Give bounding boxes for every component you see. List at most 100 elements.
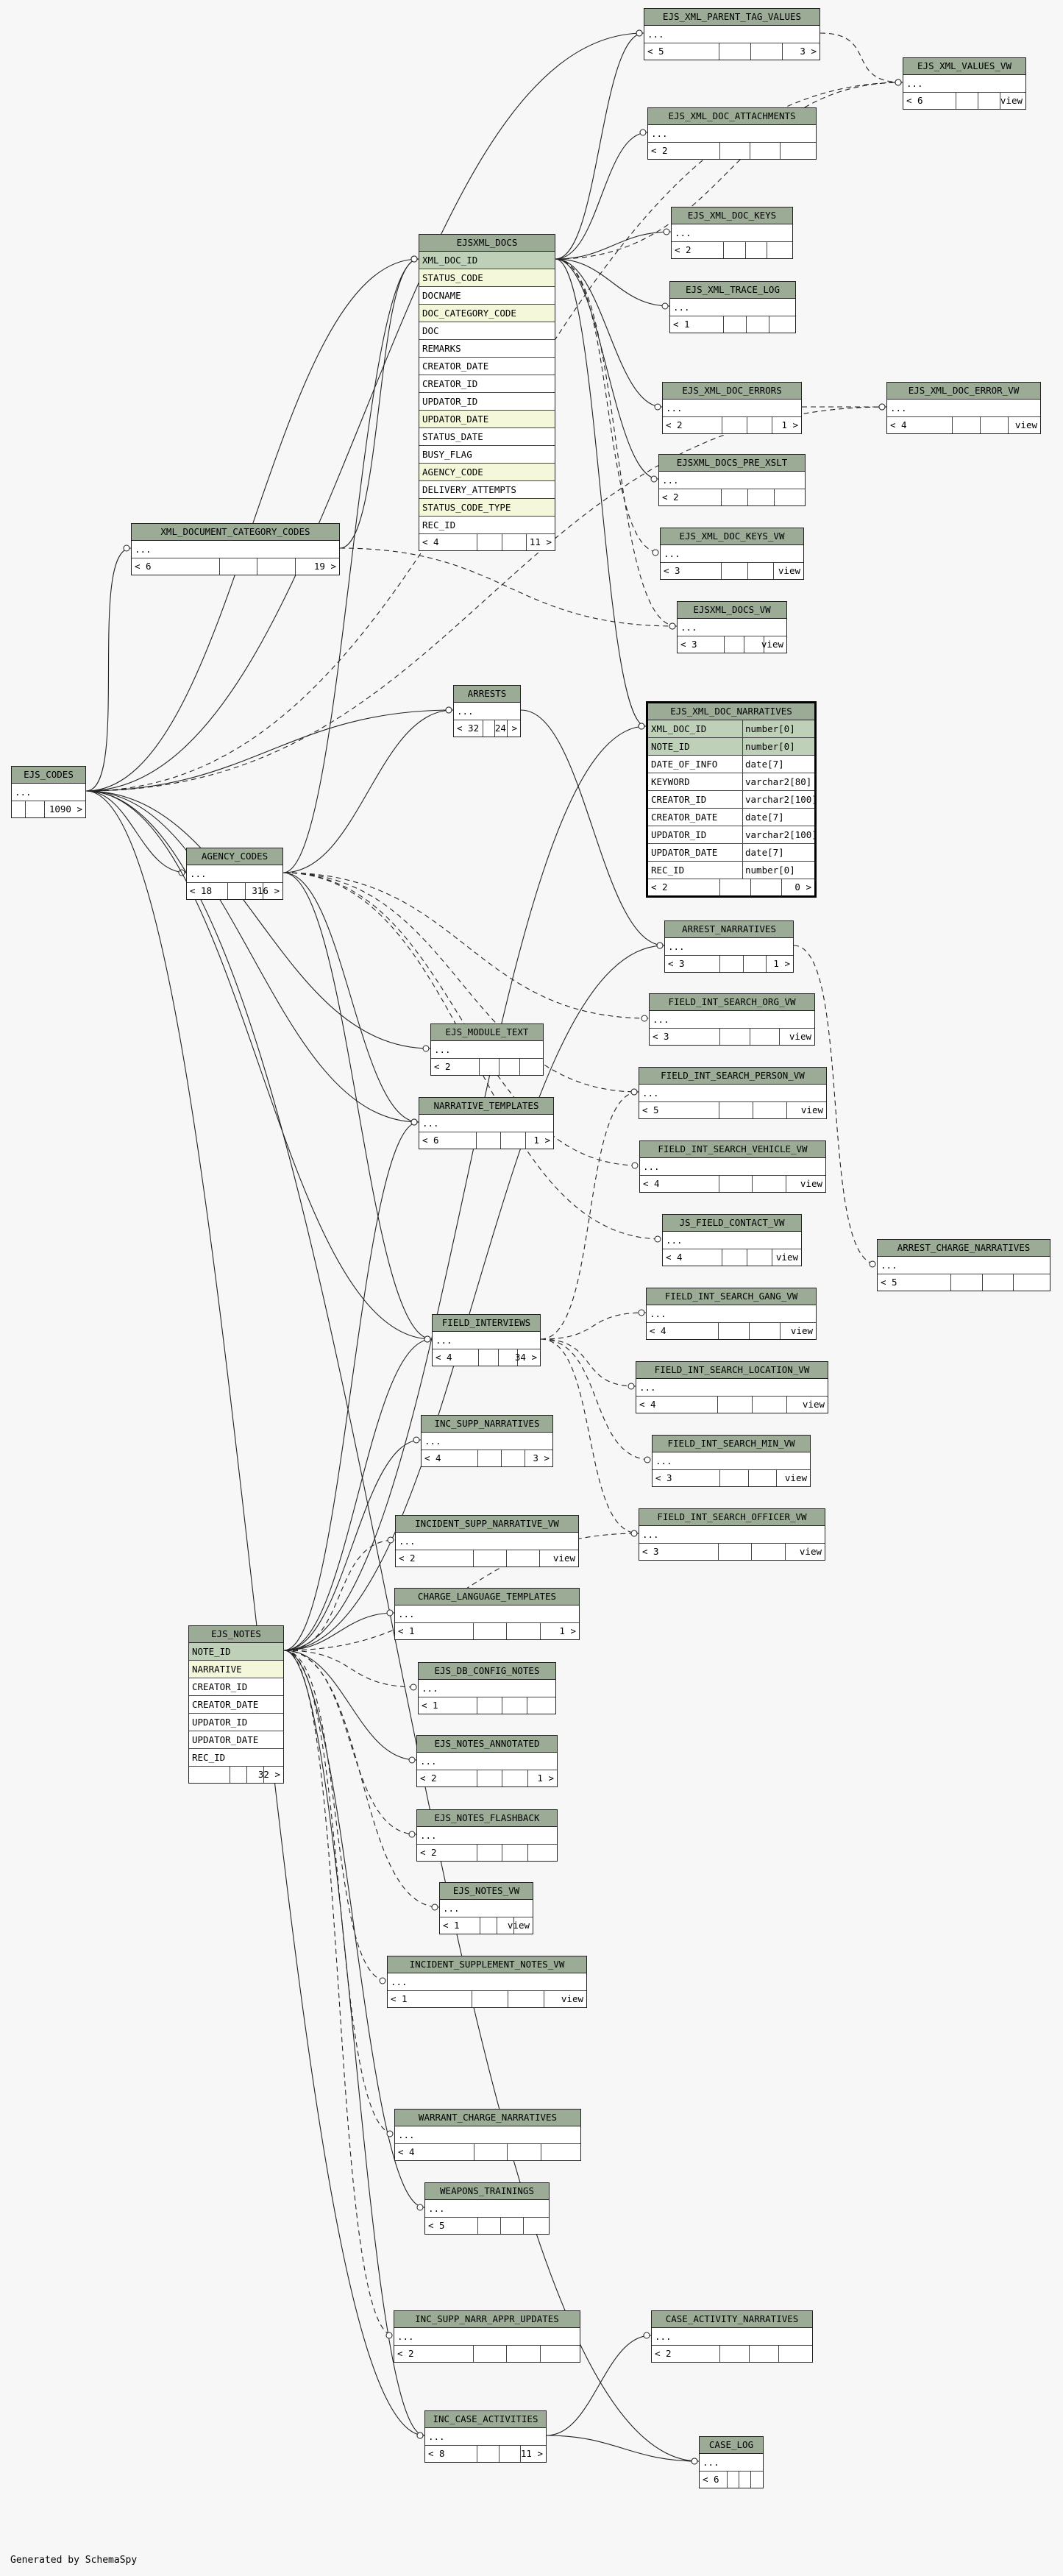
- column-ellipsis[interactable]: ...: [670, 299, 795, 316]
- column-row[interactable]: STATUS_CODE: [419, 269, 555, 287]
- column-ellipsis[interactable]: ...: [663, 400, 801, 417]
- column-ellipsis[interactable]: ...: [388, 1973, 586, 1991]
- table-ejs-notes-flashback[interactable]: EJS_NOTES_FLASHBACK...< 2: [416, 1809, 558, 1862]
- column-row[interactable]: UPDATOR_DATE: [189, 1731, 283, 1749]
- column-row[interactable]: CREATOR_ID: [189, 1678, 283, 1696]
- column-ellipsis[interactable]: ...: [425, 2200, 549, 2218]
- table-ejsxml-docs-pre-xslt[interactable]: EJSXML_DOCS_PRE_XSLT...< 2: [658, 454, 806, 506]
- table-ejs-xml-trace-log[interactable]: EJS_XML_TRACE_LOG...< 1: [669, 281, 796, 333]
- column-ellipsis[interactable]: ...: [417, 1827, 557, 1845]
- column-ellipsis[interactable]: ...: [395, 1605, 579, 1623]
- table-case-activity-narratives[interactable]: CASE_ACTIVITY_NARRATIVES...< 2: [651, 2310, 813, 2363]
- column-ellipsis[interactable]: ...: [395, 2126, 580, 2144]
- column-row[interactable]: DOCNAME: [419, 287, 555, 305]
- column-ellipsis[interactable]: ...: [187, 865, 282, 883]
- table-ejs-db-config-notes[interactable]: EJS_DB_CONFIG_NOTES...< 1: [418, 1662, 556, 1714]
- column-row[interactable]: CREATOR_DATE: [189, 1696, 283, 1714]
- column-ellipsis[interactable]: ...: [661, 545, 803, 563]
- column-row[interactable]: REC_ID: [419, 517, 555, 534]
- column-ellipsis[interactable]: ...: [454, 703, 520, 720]
- column-ellipsis[interactable]: ...: [433, 1332, 540, 1349]
- column-ellipsis[interactable]: ...: [12, 784, 85, 801]
- column-row[interactable]: CREATOR_DATE: [419, 358, 555, 375]
- column-ellipsis[interactable]: ...: [636, 1379, 828, 1397]
- column-ellipsis[interactable]: ...: [659, 472, 805, 489]
- column-ellipsis[interactable]: ...: [650, 1011, 814, 1029]
- column-ellipsis[interactable]: ...: [419, 1115, 553, 1132]
- column-ellipsis[interactable]: ...: [647, 1305, 816, 1323]
- column-row[interactable]: UPDATOR_ID: [189, 1714, 283, 1731]
- column-ellipsis[interactable]: ...: [640, 1158, 825, 1176]
- column-ellipsis[interactable]: ...: [431, 1041, 543, 1059]
- column-row[interactable]: REMARKS: [419, 340, 555, 358]
- column-ellipsis[interactable]: ...: [672, 224, 792, 242]
- column-ellipsis[interactable]: ...: [700, 2454, 763, 2472]
- table-ejs-xml-doc-attachments[interactable]: EJS_XML_DOC_ATTACHMENTS...< 2: [647, 107, 817, 160]
- column-ellipsis[interactable]: ...: [639, 1526, 825, 1544]
- column-ellipsis[interactable]: ...: [678, 619, 786, 636]
- column-ellipsis[interactable]: ...: [652, 2328, 812, 2346]
- column-ellipsis[interactable]: ...: [644, 26, 820, 43]
- table-weapons-trainings[interactable]: WEAPONS_TRAININGS...< 5: [424, 2182, 550, 2235]
- column-row[interactable]: UPDATOR_DATE: [419, 411, 555, 428]
- column-ellipsis[interactable]: ...: [132, 541, 339, 558]
- table-arrest-charge-narratives[interactable]: ARREST_CHARGE_NARRATIVES...< 5: [877, 1239, 1050, 1291]
- column-row[interactable]: NARRATIVE: [189, 1661, 283, 1678]
- column-ellipsis[interactable]: ...: [417, 1753, 557, 1770]
- column-row[interactable]: AGENCY_CODE: [419, 464, 555, 481]
- column-ellipsis[interactable]: ...: [419, 1680, 555, 1697]
- column-ellipsis[interactable]: ...: [396, 1533, 578, 1550]
- column-ellipsis[interactable]: ...: [422, 1433, 552, 1450]
- table-warrant-charge-narratives[interactable]: WARRANT_CHARGE_NARRATIVES...< 4: [394, 2109, 581, 2161]
- table-inc-supp-narr-appr-updates[interactable]: INC_SUPP_NARR_APPR_UPDATES...< 2: [394, 2310, 580, 2363]
- column-row[interactable]: XML_DOC_ID: [419, 252, 555, 269]
- column-ellipsis[interactable]: ...: [887, 400, 1040, 417]
- column-ellipsis[interactable]: ...: [653, 1452, 810, 1470]
- column-ellipsis[interactable]: ...: [663, 1232, 801, 1249]
- column-row[interactable]: DOC_CATEGORY_CODE: [419, 305, 555, 322]
- column-row[interactable]: NOTE_ID: [189, 1643, 283, 1661]
- table-ejs-xml-doc-keys[interactable]: EJS_XML_DOC_KEYS...< 2: [671, 207, 793, 259]
- column-row[interactable]: REC_ID: [189, 1749, 283, 1767]
- column-row[interactable]: DELIVERY_ATTEMPTS: [419, 481, 555, 499]
- table-ejs-module-text[interactable]: EJS_MODULE_TEXT...< 2: [430, 1023, 544, 1076]
- column-row[interactable]: STATUS_CODE_TYPE: [419, 499, 555, 517]
- column-ellipsis[interactable]: ...: [903, 75, 1025, 93]
- column-row[interactable]: BUSY_FLAG: [419, 446, 555, 464]
- column-ellipsis[interactable]: ...: [440, 1900, 533, 1917]
- column-ellipsis[interactable]: ...: [425, 2428, 546, 2446]
- table-case-log[interactable]: CASE_LOG...< 6: [699, 2436, 764, 2488]
- column-ellipsis[interactable]: ...: [639, 1085, 826, 1102]
